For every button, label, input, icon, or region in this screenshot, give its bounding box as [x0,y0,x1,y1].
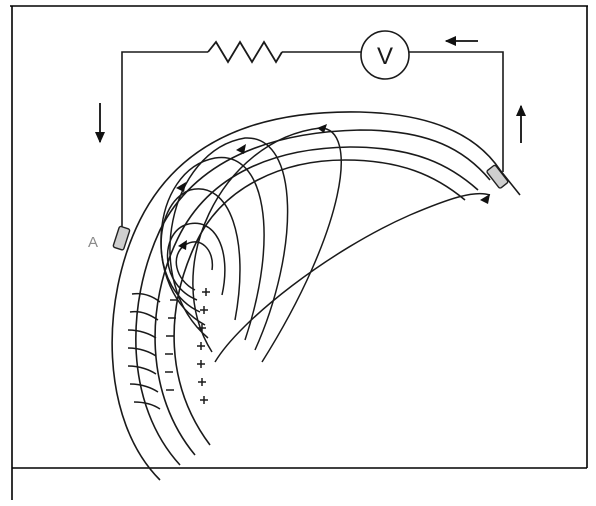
electrode-a-label: A [88,234,98,251]
field-tick [129,383,159,393]
boundary-outer [111,111,521,481]
positive-charge [200,396,208,404]
curved-boundaries [111,111,521,481]
field-tick [127,365,157,375]
field-line-4 [160,156,265,341]
field-arrowhead [236,144,246,154]
voltmeter-circle [360,30,410,80]
field-tick [127,329,157,339]
boundary-middle-2 [154,146,479,456]
field-line-5 [169,137,289,351]
field-tick [133,401,161,410]
positive-charges [197,288,210,404]
positive-charge [197,342,205,350]
positive-charge [198,324,206,332]
field-arrowhead [317,124,327,133]
voltmeter: V [360,30,410,80]
field-line-6 [192,127,342,363]
field-lines [160,127,491,363]
boundary-middle-1 [135,129,491,466]
voltmeter-label: V [377,43,393,70]
figure-frame [10,5,588,500]
field-ticks [127,292,161,410]
negative-charges [165,299,178,391]
circuit-wire [121,51,504,232]
resistor-symbol [207,40,283,64]
field-line-7 [214,192,491,363]
field-arrowhead [178,240,187,250]
field-arrowhead [176,182,186,192]
field-tick [127,347,157,357]
field-tick [129,310,159,321]
positive-charge [202,288,210,296]
boundary-inner [173,159,466,446]
field-line-3 [160,188,241,321]
electrode-a [112,225,131,251]
current-arrows [94,35,527,144]
field-arrowheads [176,124,490,250]
positive-charge [198,378,206,386]
positive-charge [197,360,205,368]
field-arrowhead [480,194,490,204]
positive-charge [200,306,208,314]
field-tick [131,292,161,303]
